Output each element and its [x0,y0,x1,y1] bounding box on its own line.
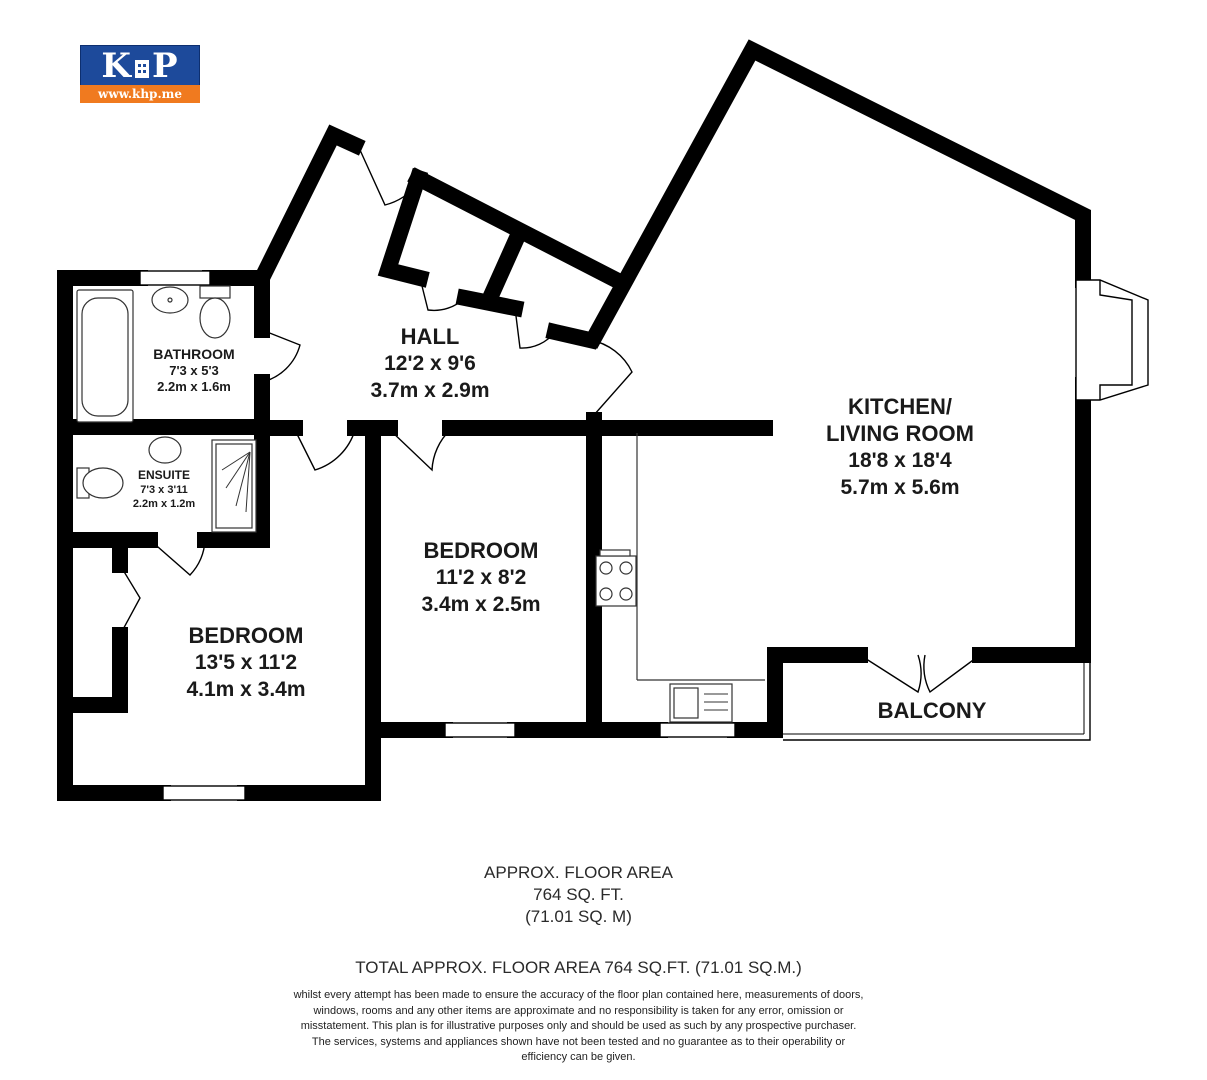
wall-left-bottom [237,722,453,801]
door-bedroom-mid [389,429,451,472]
room-dim-imperial: 18'8 x 18'4 [848,449,952,472]
door-cupboard-1 [419,277,466,312]
wall-cupboard-front2 [545,322,600,350]
door-bathroom [261,329,301,383]
wall-wardrobe-low [67,627,128,713]
logo-letter-p: P [151,46,179,86]
house-icon [134,60,149,78]
spray-1 [221,451,251,471]
room-dim-metric: 5.7m x 5.6m [840,476,960,499]
spray-4 [245,451,251,513]
door-balcony-l [859,654,922,694]
toilet-tank [199,285,231,299]
room-dim-metric: 3.4m x 2.5m [421,593,541,616]
floor-area-sqm: (71.01 SQ. M) [525,907,632,926]
room-label-bathroom: BATHROOM 7'3 x 5'3 2.2m x 1.6m [153,346,234,395]
room-dim-metric: 3.7m x 2.9m [370,379,490,402]
room-label-bedroom-middle: BEDROOM 11'2 x 8'2 3.4m x 2.5m [421,537,540,618]
wall-hall-cupboards [407,167,631,293]
wall-cupboard-front [455,288,525,318]
wall-kitchen-right-upper [583,39,1091,349]
window-bedroom-mid [444,722,516,738]
room-name: ENSUITE [137,468,190,482]
room-name: BATHROOM [153,346,235,362]
sink-bowl [673,687,699,719]
room-dim-imperial: 7'3 x 5'3 [169,363,219,378]
window-bay [1075,279,1149,401]
room-dim-imperial: 12'2 x 9'6 [384,352,476,375]
spray-2 [225,451,251,489]
floor-area-title: APPROX. FLOOR AREA [484,863,673,882]
hob-ring-4 [619,587,633,601]
disclaimer: whilst every attempt has been made to en… [293,989,864,1063]
wall-kitchen-bottom [727,647,868,738]
room-name-line2: LIVING ROOM [826,421,974,446]
walls [57,39,1091,801]
floor-area-summary: APPROX. FLOOR AREA 764 SQ. FT. (71.01 SQ… [0,862,1157,928]
spray-3 [235,451,251,507]
door-bedroom-left [294,429,356,471]
sink-drainer [704,693,728,711]
logo-url: www.khp.me [80,85,200,103]
door-wardrobe [119,564,141,636]
door-entrance [359,149,419,206]
windows [139,270,1149,801]
ensuite-toilet-bowl [82,467,124,499]
hob-controls [599,549,631,557]
room-dim-metric: 2.2m x 1.2m [132,498,196,510]
room-dim-imperial: 11'2 x 8'2 [435,566,527,589]
room-name: BEDROOM [188,623,304,648]
room-name: BALCONY [877,698,987,723]
bathtub-inner [81,297,129,417]
door-balcony-r [923,654,981,694]
wall-left-outer [57,417,171,801]
fixtures [76,285,765,723]
window-bathroom [139,270,211,286]
wall-cupboard-div [479,229,527,309]
toilet-bowl [199,297,231,339]
room-dim-metric: 2.2m x 1.6m [157,379,231,394]
room-name: HALL [400,324,460,349]
doors [119,149,981,694]
room-label-bedroom-left: BEDROOM 13'5 x 11'2 4.1m x 3.4m [186,622,305,703]
door-kitchen [589,339,633,416]
room-dim-metric: 4.1m x 3.4m [186,678,306,701]
floor-area-sqft: 764 SQ. FT. [533,885,624,904]
total-floor-area: TOTAL APPROX. FLOOR AREA 764 SQ.FT. (71.… [355,958,802,977]
balcony-outline [783,663,1091,741]
window-bay-line [1099,280,1133,400]
room-dim-imperial: 7'3 x 3'11 [140,484,188,496]
hob-ring-2 [619,561,633,575]
ensuite-basin [148,436,182,464]
basin-drain [167,297,173,303]
wall-kitchen-right [972,377,1091,663]
room-name: BEDROOM [423,538,539,563]
window-bedroom-left [162,785,246,801]
wall-cupboard-1 [377,167,430,288]
door-ensuite [149,539,206,576]
room-label-balcony: BALCONY [878,697,987,724]
door-cupboard-2 [514,307,556,349]
wall-bathroom-top [57,270,148,433]
room-name-line1: KITCHEN/ [848,394,952,419]
hob-ring-1 [599,561,613,575]
wall-bathroom-top-right [202,124,366,286]
hob-ring-3 [599,587,613,601]
room-label-kitchen: KITCHEN/ LIVING ROOM 18'8 x 18'4 5.7m x … [826,393,974,501]
room-dim-imperial: 13'5 x 11'2 [194,651,298,674]
logo-letter-k: K [101,46,132,86]
room-label-ensuite: ENSUITE 7'3 x 3'11 2.2m x 1.2m [133,468,195,511]
room-label-hall: HALL 12'2 x 9'6 3.7m x 2.9m [370,323,489,404]
window-kitchen [659,722,736,738]
shower-spray-icon [221,451,251,513]
